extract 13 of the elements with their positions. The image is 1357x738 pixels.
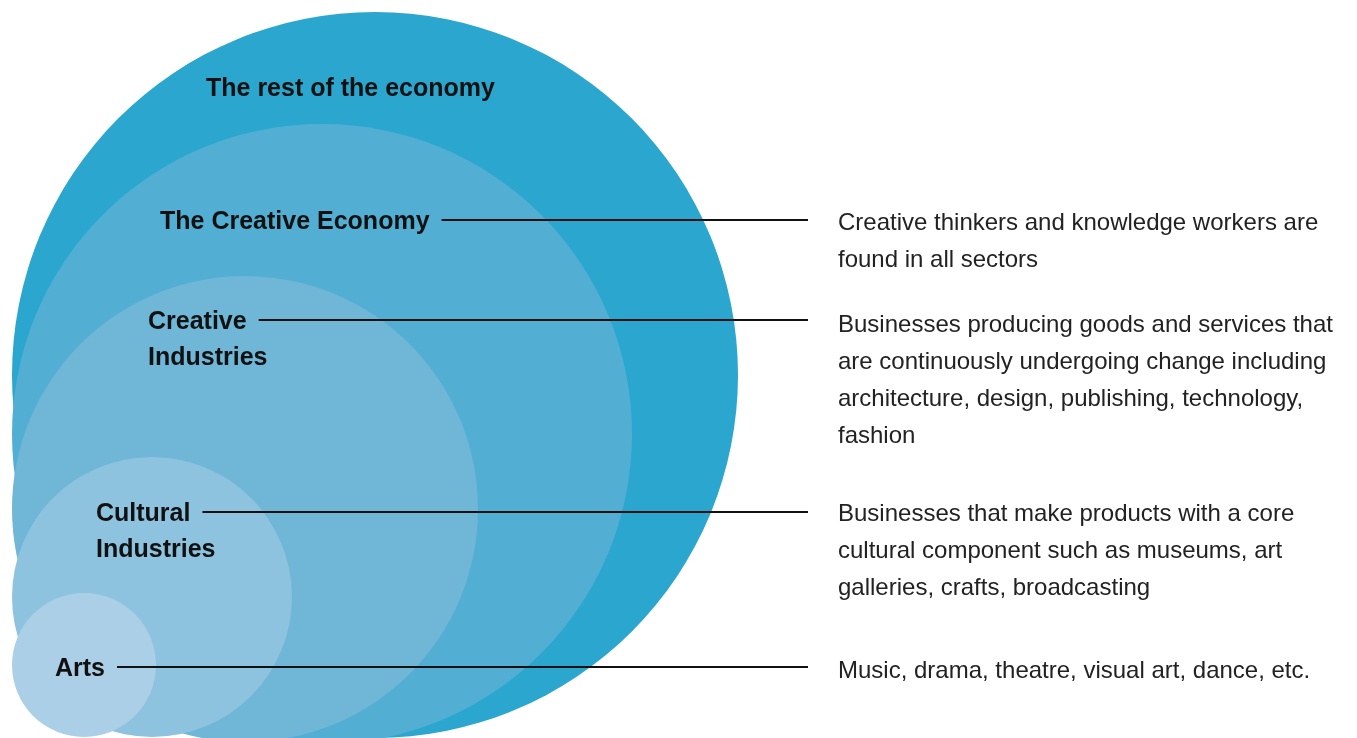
description-text: Businesses that make products with a core cultural component such as museums, art galleries, crafts, broadcasting — [838, 498, 1296, 602]
leader-line — [257, 319, 809, 321]
circle-label: Cultural Industries — [96, 497, 217, 564]
description-text: Creative thinkers and knowledge workers are found in all sectors — [838, 207, 1320, 274]
leader-line — [201, 511, 809, 513]
circle-label: Arts — [55, 652, 105, 683]
leader-line — [440, 219, 809, 221]
circle-label: Creative Industries — [148, 305, 269, 372]
description-text: Music, drama, theatre, visual art, dance, etc. — [838, 655, 1312, 685]
circle-label: The rest of the economy — [206, 72, 495, 103]
circle-label: The Creative Economy — [160, 205, 430, 236]
leader-line — [116, 666, 809, 668]
description-text: Businesses producing goods and services that are continuously undergoing change including architecture, design, publishing, technology, fashion — [838, 309, 1334, 450]
